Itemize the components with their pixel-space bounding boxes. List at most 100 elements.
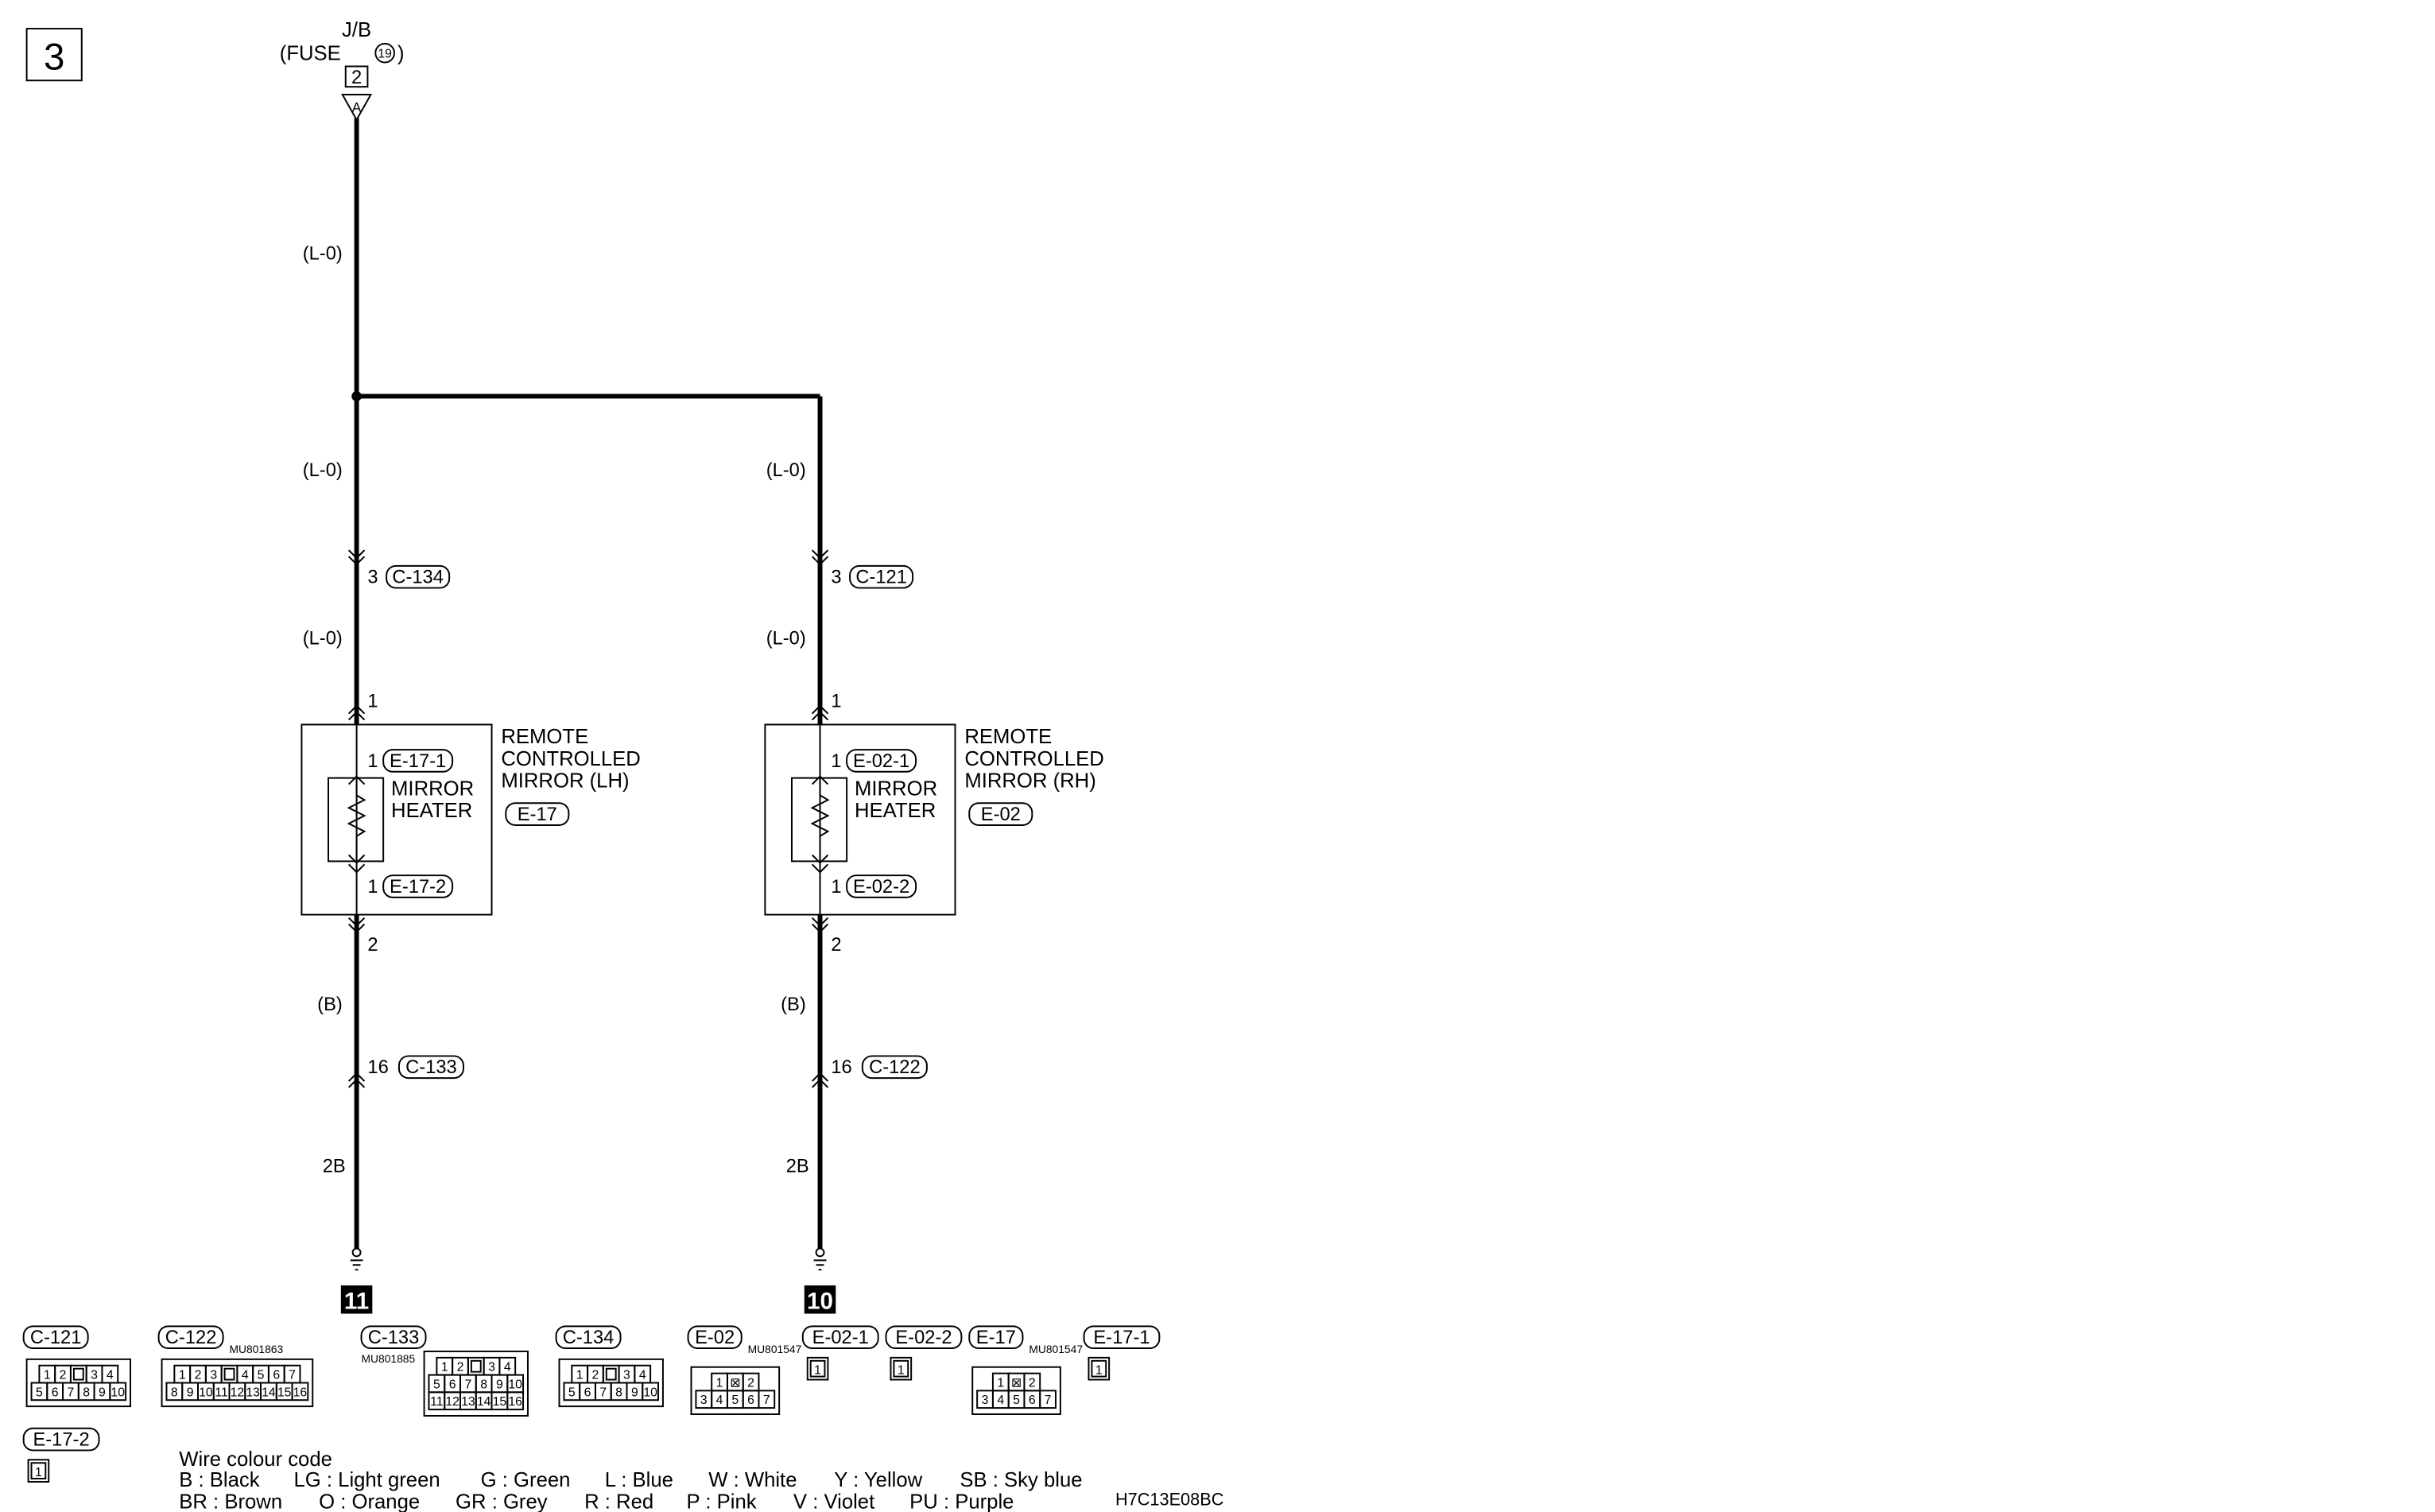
terminal-chevron-icon bbox=[811, 854, 829, 874]
heater-label: HEATER bbox=[855, 800, 936, 822]
legend-item: BR : Brown bbox=[179, 1491, 282, 1512]
resistor-icon bbox=[347, 777, 366, 862]
pin-label: 13 bbox=[246, 1386, 260, 1399]
component-name: CONTROLLED bbox=[501, 748, 640, 770]
connector-label: C-133 bbox=[368, 1328, 420, 1348]
connector-label: C-121 bbox=[30, 1328, 82, 1348]
pin-label: 9 bbox=[99, 1386, 106, 1399]
terminal-chevron-icon bbox=[348, 775, 366, 785]
pin-label: 4 bbox=[997, 1394, 1004, 1407]
wire-color: 2B bbox=[323, 1157, 346, 1177]
connector-id: C-122 bbox=[869, 1057, 921, 1078]
connector-id: E-02-1 bbox=[853, 751, 909, 772]
pin-label: 7 bbox=[68, 1386, 75, 1399]
pin-label: 10 bbox=[111, 1386, 125, 1399]
pin-label: 1 bbox=[179, 1369, 186, 1382]
pin-label: 3 bbox=[623, 1369, 630, 1382]
pin-number: 1 bbox=[367, 692, 378, 712]
legend-item: G : Green bbox=[481, 1469, 571, 1491]
key-slot bbox=[223, 1367, 235, 1381]
connector-label: E-02-2 bbox=[895, 1328, 952, 1348]
pin-cell bbox=[291, 1382, 309, 1402]
connector-id-pill bbox=[382, 874, 454, 898]
pin-label: 6 bbox=[273, 1369, 280, 1382]
pin-label: 5 bbox=[258, 1369, 265, 1382]
wire-color: (B) bbox=[317, 994, 343, 1015]
legend-item: PU : Purple bbox=[909, 1491, 1014, 1512]
connector-outline bbox=[806, 1356, 829, 1381]
terminal-box bbox=[344, 65, 369, 88]
connector-label: E-02 bbox=[695, 1328, 735, 1348]
fuse-number-circle bbox=[374, 42, 395, 64]
pin-label: 12 bbox=[231, 1386, 245, 1399]
pin-label: 3 bbox=[700, 1394, 708, 1407]
part-number: MU801547 bbox=[1029, 1343, 1083, 1355]
connector-label: E-17-1 bbox=[1093, 1328, 1150, 1348]
part-number: MU801885 bbox=[362, 1352, 416, 1365]
ground-point-badge bbox=[804, 1285, 836, 1314]
connector-label: C-122 bbox=[165, 1328, 217, 1348]
pin-label: 7 bbox=[464, 1378, 471, 1391]
terminal-number: 2 bbox=[351, 68, 362, 88]
heater-label: MIRROR bbox=[855, 777, 937, 800]
pin-label: 7 bbox=[599, 1386, 607, 1399]
component-name: REMOTE bbox=[964, 726, 1052, 748]
connector-id: C-121 bbox=[855, 568, 907, 588]
connector-label-pill bbox=[801, 1325, 879, 1349]
pin-label: 8 bbox=[480, 1378, 487, 1391]
pin-label: 5 bbox=[36, 1386, 43, 1399]
legend-item: O : Orange bbox=[319, 1491, 420, 1512]
connector-id: C-134 bbox=[392, 568, 444, 588]
pin-cell bbox=[642, 1382, 659, 1402]
wire-color: (L-0) bbox=[766, 629, 806, 649]
legend-item: SB : Sky blue bbox=[960, 1469, 1082, 1491]
pin-number: 3 bbox=[367, 568, 378, 588]
pin-label: 1 bbox=[576, 1369, 584, 1382]
connector-view-e-17-2: E-17-21 bbox=[22, 1427, 100, 1483]
component-name: MIRROR (RH) bbox=[964, 770, 1095, 793]
connector-label-pill bbox=[555, 1325, 622, 1349]
pin-number: 1 bbox=[831, 692, 841, 712]
pin-number: 2 bbox=[367, 935, 378, 956]
connector-view-e-02-1: E-02-11 bbox=[801, 1325, 879, 1381]
connector-chevron-icon bbox=[811, 704, 829, 721]
pin-label: 2 bbox=[60, 1369, 67, 1382]
connector-outline bbox=[558, 1358, 664, 1408]
connector-triangle-icon bbox=[341, 94, 373, 122]
pin-number: 3 bbox=[831, 568, 841, 588]
terminal-chevron-icon bbox=[348, 854, 366, 874]
connector-label: C-134 bbox=[563, 1328, 615, 1348]
pin-number: 1 bbox=[367, 877, 378, 898]
pin-label: 15 bbox=[493, 1395, 507, 1409]
pin-label: 16 bbox=[293, 1386, 308, 1399]
legend-item: L : Blue bbox=[605, 1469, 673, 1491]
legend-item: P : Pink bbox=[687, 1491, 757, 1512]
pin-label: 14 bbox=[262, 1386, 276, 1399]
pin-label: 1 bbox=[716, 1376, 723, 1390]
connector-chevron-icon bbox=[348, 704, 366, 721]
legend-item: LG : Light green bbox=[294, 1469, 440, 1491]
key-slot bbox=[605, 1367, 617, 1381]
connector-chevron-icon bbox=[348, 917, 366, 933]
legend-item: B : Black bbox=[179, 1469, 259, 1491]
pin-number: 16 bbox=[831, 1057, 851, 1078]
pin-cell bbox=[1039, 1390, 1057, 1409]
pin-label: 7 bbox=[289, 1369, 296, 1382]
mirror-component-box bbox=[300, 723, 493, 916]
pin-label: 5 bbox=[568, 1386, 576, 1399]
connector-label-pill bbox=[22, 1427, 100, 1452]
component-name: CONTROLLED bbox=[964, 748, 1103, 770]
ground-icon bbox=[350, 1259, 363, 1271]
legend-item: GR : Grey bbox=[456, 1491, 548, 1512]
connector-outline bbox=[1088, 1356, 1111, 1381]
pin-label: 1 bbox=[1095, 1364, 1103, 1378]
pin-label: 4 bbox=[639, 1369, 646, 1382]
pin-label: 3 bbox=[91, 1369, 98, 1382]
connector-id-pill bbox=[386, 564, 451, 589]
heater-label: HEATER bbox=[391, 800, 472, 822]
wire-color: (L-0) bbox=[303, 629, 343, 649]
pin-label: 3 bbox=[210, 1369, 217, 1382]
